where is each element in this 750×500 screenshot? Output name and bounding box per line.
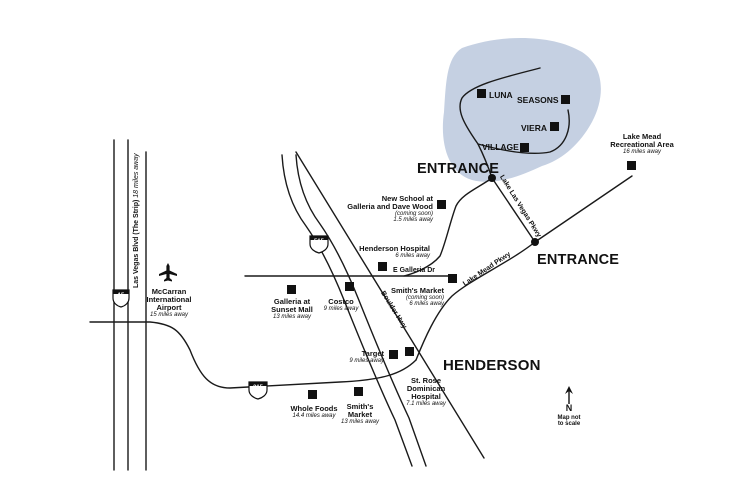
poi-whole-foods: Whole Foods 14.4 miles away <box>284 405 344 419</box>
area-village-label: VILLAGE <box>482 142 519 152</box>
smiths-south-marker <box>354 387 363 396</box>
poi-henderson-hospital: Henderson Hospital 6 miles away <box>345 245 430 259</box>
poi-new-school-note: (coming soon) <box>394 210 433 217</box>
viera-marker <box>550 122 559 131</box>
boulder-hwy-line <box>295 151 485 459</box>
poi-st-rose-name-1: St. Rose <box>410 376 441 385</box>
i215-shield-label: 215 <box>252 385 263 391</box>
route-215-line <box>89 321 417 389</box>
poi-lake-mead: Lake Mead Recreational Area 16 miles awa… <box>604 133 680 155</box>
luna-marker <box>477 89 486 98</box>
poi-st-rose-name-2: Dominican <box>406 383 446 393</box>
poi-lake-mead-name-1: Lake Mead <box>622 132 662 141</box>
poi-galleria-mall-distance: 13 miles away <box>272 313 311 320</box>
entrance-north-label: ENTRANCE <box>417 161 500 177</box>
poi-smiths-south-distance: 13 miles away <box>340 418 379 425</box>
area-seasons-label: SEASONS <box>517 95 559 105</box>
poi-galleria-mall-name-1: Galleria at <box>273 297 311 306</box>
i515-shield-icon <box>309 235 329 254</box>
community-road-loop <box>477 109 570 154</box>
poi-new-school-name-2: Galleria and Dave Wood <box>347 201 433 211</box>
poi-airport-distance: 15 miles away <box>149 311 188 318</box>
i515-line-b <box>295 154 427 467</box>
poi-whole-foods-name: Whole Foods <box>290 404 338 413</box>
poi-st-rose: St. Rose Dominican Hospital 7.1 miles aw… <box>396 377 456 407</box>
area-luna-label: LUNA <box>489 90 513 100</box>
las-vegas-blvd-name: Las Vegas Blvd (The Strip) <box>133 199 140 288</box>
poi-costco: Costco 9 miles away <box>320 298 362 312</box>
i515-line-a <box>281 154 413 467</box>
poi-smiths-galleria-distance: 6 miles away <box>409 301 444 308</box>
poi-new-school-distance: 1.5 miles away <box>393 217 433 224</box>
poi-st-rose-distance: 7.1 miles away <box>406 400 446 407</box>
city-henderson-label: HENDERSON <box>443 357 541 374</box>
las-vegas-blvd-distance: 18 miles away <box>133 153 140 198</box>
compass-note-2: to scale <box>557 421 581 428</box>
poi-smiths-galleria: Smith's Market (coming soon) 6 miles awa… <box>372 286 444 308</box>
poi-target: Target 9 miles away <box>328 350 384 364</box>
compass-letter: N <box>565 403 573 413</box>
entrance-east-dot <box>531 238 539 246</box>
i215-shield-icon <box>248 381 268 400</box>
lake-las-vegas-pkwy-line <box>491 177 536 243</box>
lake-mead-pkwy-line <box>415 175 633 361</box>
poi-galleria-mall-name-2: Sunset Mall <box>271 304 313 314</box>
compass-note-1: Map not <box>557 415 581 421</box>
poi-henderson-hospital-distance: 6 miles away <box>395 252 430 259</box>
village-marker <box>520 143 529 152</box>
poi-airport-name-1: McCarran <box>151 287 187 296</box>
poi-smiths-south-name-1: Smith's <box>346 402 374 411</box>
poi-target-distance: 9 miles away <box>349 357 384 364</box>
poi-galleria-mall: Galleria at Sunset Mall 13 miles away <box>266 298 318 320</box>
poi-costco-name: Costco <box>328 297 354 306</box>
i515-shield-label: 515 <box>313 239 324 245</box>
poi-new-school: New School at Galleria and Dave Wood (co… <box>340 195 433 223</box>
poi-airport-name-3: Airport <box>156 302 182 312</box>
galleria-mall-marker <box>287 285 296 294</box>
las-vegas-blvd-label: Las Vegas Blvd (The Strip) 18 miles away <box>133 153 140 288</box>
compass-note: Map not to scale <box>548 415 590 428</box>
entrance-east-label: ENTRANCE <box>537 252 620 268</box>
road-new-school <box>403 177 493 277</box>
community-road <box>459 67 541 179</box>
new-school-marker <box>437 200 446 209</box>
poi-smiths-south-name-2: Market <box>347 409 373 419</box>
airplane-icon <box>159 263 177 282</box>
st-rose-marker <box>405 347 414 356</box>
poi-lake-mead-name-2: Recreational Area <box>610 139 674 149</box>
costco-marker <box>345 282 354 291</box>
target-marker <box>389 350 398 359</box>
poi-smiths-galleria-note: (coming soon) <box>405 294 444 301</box>
poi-airport: McCarran International Airport 15 miles … <box>136 288 202 318</box>
poi-lake-mead-distance: 16 miles away <box>622 148 661 155</box>
smiths-galleria-marker <box>448 274 457 283</box>
whole-foods-marker <box>308 390 317 399</box>
poi-airport-name-2: International <box>146 294 192 304</box>
poi-smiths-south: Smith's Market 13 miles away <box>334 403 386 425</box>
poi-whole-foods-distance: 14.4 miles away <box>292 412 336 419</box>
poi-costco-distance: 9 miles away <box>323 305 359 312</box>
seasons-marker <box>561 95 570 104</box>
north-arrow-icon <box>565 386 573 404</box>
poi-target-name: Target <box>361 349 384 358</box>
poi-henderson-hospital-name: Henderson Hospital <box>359 244 430 253</box>
area-viera-label: VIERA <box>521 123 547 133</box>
e-galleria-dr-label: E Galleria Dr <box>393 267 436 274</box>
entrance-north-dot <box>488 174 496 182</box>
henderson-hospital-marker <box>378 262 387 271</box>
lake-mead-marker <box>627 161 636 170</box>
poi-new-school-name-1: New School at <box>381 194 433 203</box>
poi-smiths-galleria-name: Smith's Market <box>390 286 444 295</box>
i15-shield-icon <box>112 289 130 308</box>
poi-st-rose-name-3: Hospital <box>411 391 441 401</box>
i15-shield-label: 15 <box>117 293 125 299</box>
